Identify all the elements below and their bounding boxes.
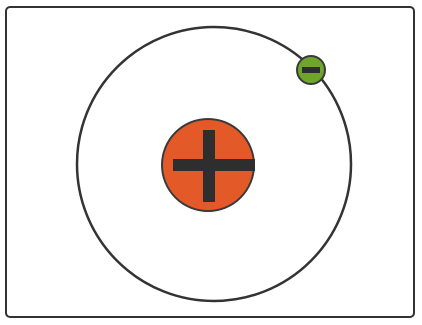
nucleus: [162, 119, 255, 211]
electron: [297, 56, 325, 84]
minus-icon: [302, 67, 320, 73]
